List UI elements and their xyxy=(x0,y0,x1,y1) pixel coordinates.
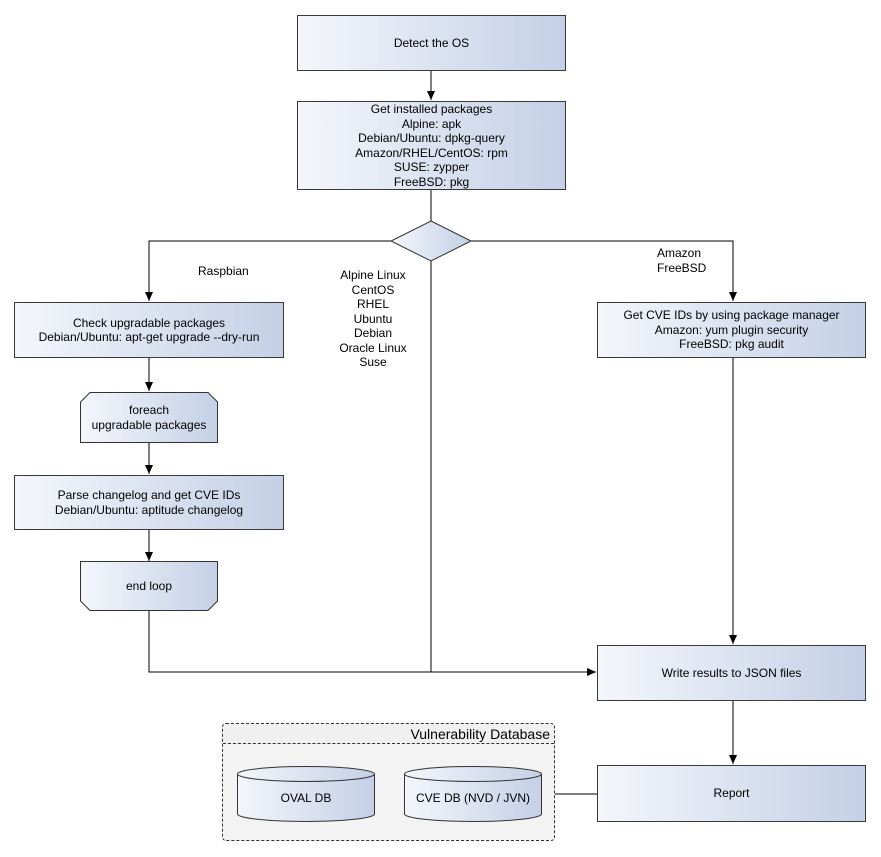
branch-os-suse: Suse xyxy=(359,355,387,369)
get-cve-amazon: Amazon: yum plugin security xyxy=(654,322,809,337)
branch-os-ubuntu: Ubuntu xyxy=(353,311,393,326)
oval-db-label: OVAL DB xyxy=(280,791,332,805)
write-results-text: Write results to JSON files xyxy=(661,665,802,680)
report-node: Report xyxy=(597,765,866,822)
os-decision-diamond xyxy=(389,220,473,262)
vulnerability-database-header: Vulnerability Database xyxy=(223,724,554,744)
branch-os-rhel: RHEL xyxy=(356,297,389,311)
parse-changelog-title: Parse changelog and get CVE IDs xyxy=(57,488,241,502)
detect-os-node: Detect the OS xyxy=(297,15,566,71)
get-packages-title: Get installed packages xyxy=(370,102,493,116)
arrow-decision-to-getcve xyxy=(471,240,737,301)
get-cve-ids-node: Get CVE IDs by using package manager Ama… xyxy=(597,302,866,358)
vulnerability-database-title: Vulnerability Database xyxy=(410,726,550,742)
foreach-text: foreach xyxy=(128,403,170,417)
branch-label-raspbian-text: Raspbian xyxy=(198,264,249,278)
detect-os-text: Detect the OS xyxy=(393,35,470,50)
get-packages-rpm: Amazon/RHEL/CentOS: rpm xyxy=(355,145,508,160)
cve-db-cylinder: CVE DB (NVD / JVN) xyxy=(404,766,542,822)
get-packages-freebsd: FreeBSD: pkg xyxy=(393,174,470,189)
branch-os-debian: Debian xyxy=(353,326,393,340)
end-loop-text: end loop xyxy=(125,578,173,593)
report-text: Report xyxy=(713,786,750,801)
write-results-node: Write results to JSON files xyxy=(597,645,866,701)
check-upgradable-node: Check upgradable packages Debian/Ubuntu:… xyxy=(14,302,284,358)
branch-os-centos: CentOS xyxy=(351,282,395,297)
branch-os-oracle: Oracle Linux xyxy=(339,340,407,355)
get-packages-suse: SUSE: zypper xyxy=(393,160,470,174)
foreach-loop-node: foreach upgradable packages xyxy=(80,392,218,443)
branch-os-alpine: Alpine Linux xyxy=(340,268,406,282)
get-cve-freebsd: FreeBSD: pkg audit xyxy=(679,337,784,352)
parse-changelog-command: Debian/Ubuntu: aptitude changelog xyxy=(54,502,244,517)
get-packages-alpine: Alpine: apk xyxy=(401,116,462,131)
branch-label-middle: Alpine Linux CentOS RHEL Ubuntu Debian O… xyxy=(336,268,410,370)
branch-os-amazon: Amazon xyxy=(657,246,702,260)
end-loop-node: end loop xyxy=(80,561,218,611)
branch-label-raspbian: Raspbian xyxy=(198,264,249,279)
check-upgradable-command: Debian/Ubuntu: apt-get upgrade --dry-run xyxy=(38,330,260,344)
parse-changelog-node: Parse changelog and get CVE IDs Debian/U… xyxy=(14,475,284,530)
cve-db-label: CVE DB (NVD / JVN) xyxy=(415,791,530,805)
get-installed-packages-node: Get installed packages Alpine: apk Debia… xyxy=(297,101,566,190)
branch-label-right: Amazon FreeBSD xyxy=(657,246,706,275)
get-packages-debian: Debian/Ubuntu: dpkg-query xyxy=(358,131,505,145)
oval-db-cylinder: OVAL DB xyxy=(237,766,375,822)
check-upgradable-title: Check upgradable packages xyxy=(72,315,226,330)
foreach-subject: upgradable packages xyxy=(91,417,207,432)
branch-os-freebsd: FreeBSD xyxy=(657,260,707,275)
get-cve-title: Get CVE IDs by using package manager xyxy=(623,308,840,323)
arrow-endloop-to-write xyxy=(148,611,596,676)
arrow-decision-to-check xyxy=(145,240,391,301)
